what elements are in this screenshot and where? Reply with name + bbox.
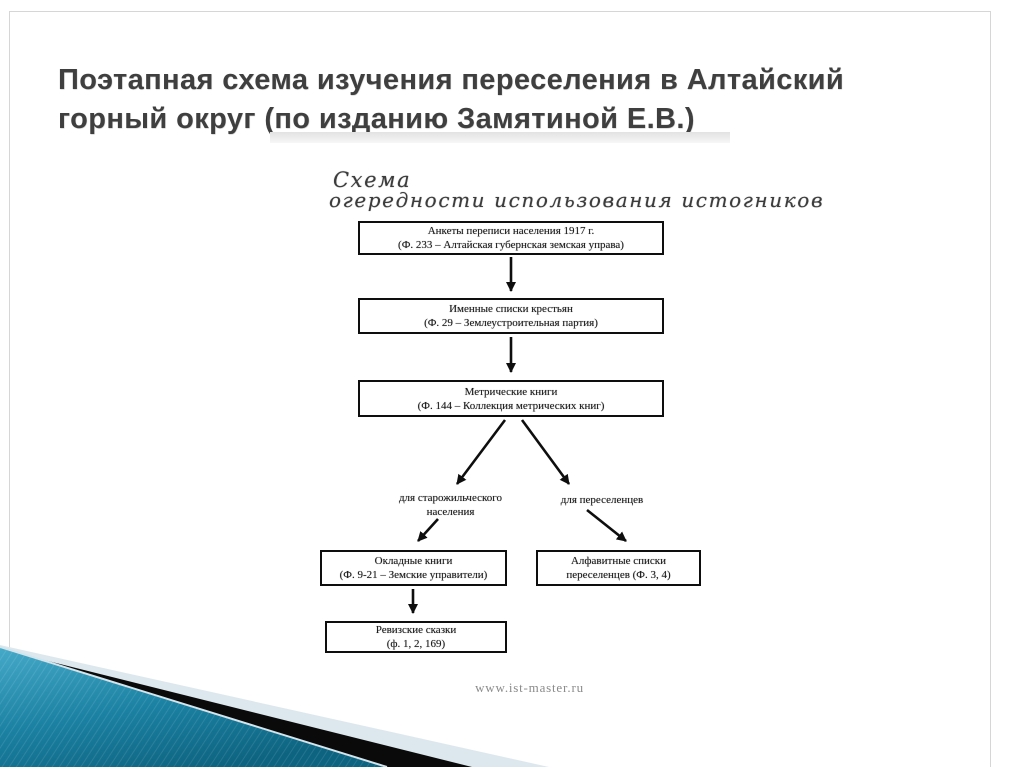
script-heading-line2: огередности использования истогников: [329, 188, 825, 212]
flow-box-line: Анкеты переписи населения 1917 г.: [427, 225, 595, 237]
branch-label-left: для старожильческого населения: [358, 491, 543, 519]
slide-title-line2: горный округ (по изданию Замятиной Е.В.): [58, 103, 695, 136]
branch-label-left-line2: населения: [426, 506, 475, 518]
flow-box-line: (Ф. 29 – Землеустроительная партия): [424, 317, 598, 329]
flow-box-line: переселенцев (Ф. 3, 4): [566, 569, 671, 581]
flow-box-tax-books: Окладные книги (Ф. 9-21 – Земские управи…: [320, 550, 507, 586]
slide-title: Поэтапная схема изучения переселения в А…: [58, 61, 988, 139]
arrow-box3-to-right-label: [520, 419, 571, 485]
title-underline-bar: [270, 132, 730, 143]
flow-box-line: (ф. 1, 2, 169): [386, 638, 446, 650]
flow-box-line: (Ф. 233 – Алтайская губернская земская у…: [398, 239, 624, 251]
flow-box-line: (Ф. 144 – Коллекция метрических книг): [417, 399, 605, 412]
branch-label-right: для переселенцев: [528, 493, 676, 507]
arrow-box3-to-left-label: [455, 419, 507, 485]
flow-box-line: Метрические книги: [464, 385, 558, 398]
arrow-left-label-to-box: [417, 518, 439, 542]
flow-box-line: Окладные книги: [374, 555, 453, 567]
watermark-url: www.ist-master.ru: [475, 680, 584, 695]
script-heading-line1: Схема: [333, 168, 412, 192]
arrow-right-label-to-box: [586, 508, 627, 543]
flow-box-alphabet-lists: Алфавитные списки переселенцев (Ф. 3, 4): [536, 550, 701, 586]
flow-box-line: (Ф. 9-21 – Земские управители): [339, 569, 488, 581]
flow-box-census-1917: Анкеты переписи населения 1917 г. (Ф. 23…: [358, 221, 664, 255]
flow-box-revision-tales: Ревизские сказки (ф. 1, 2, 169): [325, 621, 507, 653]
branch-label-right-text: для переселенцев: [560, 494, 644, 506]
branch-label-left-line1: для старожильческого: [398, 492, 503, 504]
flow-box-peasant-lists: Именные списки крестьян (Ф. 29 – Землеус…: [358, 298, 664, 334]
flow-box-line: Именные списки крестьян: [449, 303, 573, 315]
flow-box-line: Ревизские сказки: [375, 624, 457, 636]
flow-box-line: Алфавитные списки: [570, 555, 666, 567]
flow-box-metric-books: Метрические книги (Ф. 144 – Коллекция ме…: [358, 380, 664, 417]
slide-title-line1: Поэтапная схема изучения переселения в А…: [58, 64, 845, 97]
